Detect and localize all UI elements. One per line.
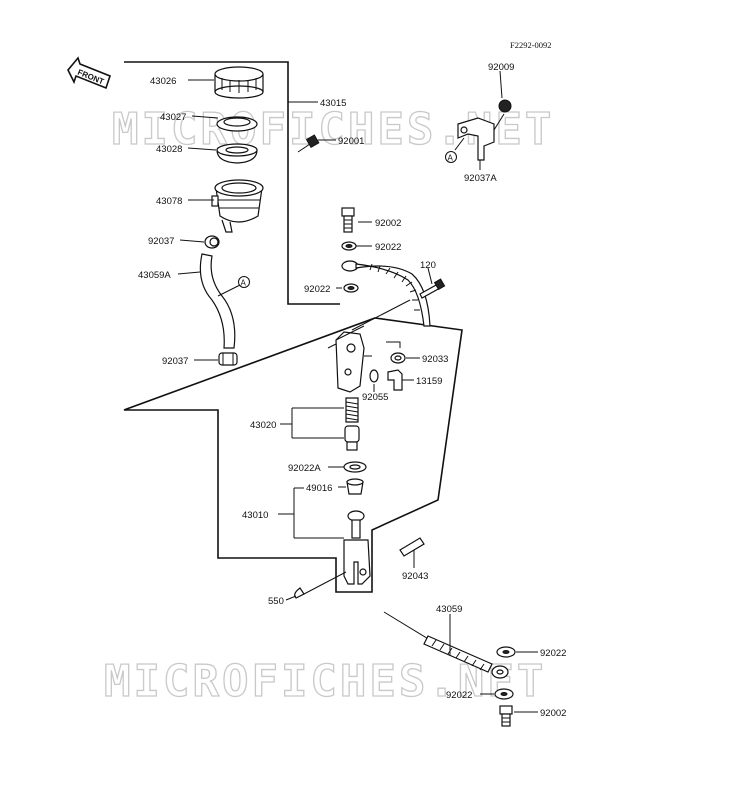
part-labels: 43026 43027 43028 43078 92037 43059A 920… [138, 62, 566, 719]
brake-hose-43059 [383, 611, 509, 679]
diaphragm-plate [216, 116, 258, 132]
screw-92001 [297, 134, 320, 153]
label-550: 550 [268, 596, 284, 607]
figure-code: F2292-0092 [510, 40, 552, 50]
label-92037-bottom: 92037 [162, 356, 188, 367]
label-43020: 43020 [250, 420, 276, 431]
front-arrow-icon: FRONT [67, 56, 111, 90]
label-92002-top: 92002 [375, 218, 401, 229]
label-49016: 49016 [306, 483, 332, 494]
assembly-outline [123, 61, 463, 593]
svg-text:A: A [448, 154, 454, 163]
label-92033: 92033 [422, 354, 448, 365]
brake-hose-fitting [341, 260, 431, 327]
label-92022-mid: 92022 [304, 284, 330, 295]
o-ring-92055 [369, 369, 379, 383]
elbow-13159 [387, 369, 403, 391]
reservoir-body [211, 179, 264, 233]
reservoir-hose [199, 253, 236, 349]
washer-92022A [343, 461, 367, 473]
label-43059A: 43059A [138, 270, 171, 281]
label-92022A: 92022A [288, 463, 321, 474]
banjo-bolt-top [341, 207, 355, 233]
label-92055: 92055 [362, 392, 388, 403]
label-120: 120 [420, 260, 436, 271]
label-43027: 43027 [160, 112, 186, 123]
cotter-pin [294, 571, 347, 599]
label-92009: 92009 [488, 62, 514, 73]
hose-clamp-bottom [218, 352, 238, 366]
callout-circle-a-right: A [445, 151, 457, 163]
label-43010: 43010 [242, 510, 268, 521]
o-ring-92033 [386, 341, 406, 364]
label-43026: 43026 [150, 76, 176, 87]
clevis-pin [399, 537, 425, 557]
diaphragm [216, 143, 258, 164]
piston-spring [344, 397, 360, 451]
bolt-120 [419, 278, 446, 299]
label-92022-top: 92022 [375, 242, 401, 253]
master-cylinder-body [327, 299, 411, 393]
label-92002-low: 92002 [540, 708, 566, 719]
label-43078: 43078 [156, 196, 182, 207]
hose-clamp-top [204, 235, 220, 249]
svg-text:A: A [241, 279, 247, 288]
washer-mid [343, 283, 359, 293]
banjo-bolt-low [499, 705, 513, 727]
label-43059: 43059 [436, 604, 462, 615]
label-92037A: 92037A [464, 173, 497, 184]
push-rod-clevis [343, 510, 371, 585]
dust-boot [346, 478, 364, 495]
label-92022-low-1: 92022 [540, 648, 566, 659]
washer-top [341, 241, 357, 251]
reservoir-cap [214, 66, 264, 99]
label-43028: 43028 [156, 144, 182, 155]
label-92001: 92001 [338, 136, 364, 147]
label-43015: 43015 [320, 98, 346, 109]
label-13159: 13159 [416, 376, 442, 387]
callout-circle-a-left: A [238, 276, 250, 288]
label-92037-top: 92037 [148, 236, 174, 247]
label-92022-low-2: 92022 [446, 690, 472, 701]
washer-low-1 [496, 646, 516, 658]
callout-lines [177, 70, 538, 713]
bracket-92037A [457, 99, 512, 161]
washer-low-2 [494, 688, 514, 700]
label-92043: 92043 [402, 571, 428, 582]
